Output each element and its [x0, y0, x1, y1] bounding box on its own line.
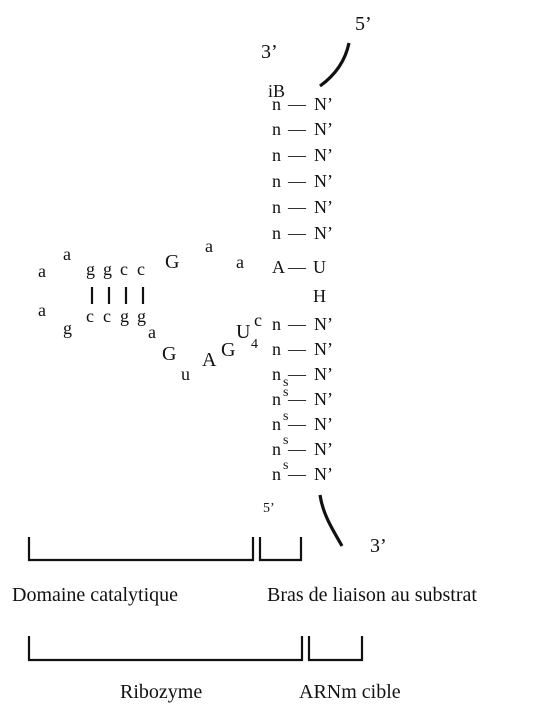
s-subscript: s [283, 409, 288, 424]
nucleotide-G: G [221, 339, 235, 361]
nucleotide-n: n [272, 197, 281, 217]
bond-dash: — [287, 197, 307, 217]
nucleotide-c: c [137, 259, 145, 279]
nucleotide-A: A [272, 257, 285, 277]
nucleotide-n: n [272, 339, 281, 359]
nucleotide-a: a [205, 236, 213, 256]
bond-dash: — [287, 171, 307, 191]
five-prime-bottom-label: 5’ [263, 501, 275, 516]
s-subscript: s [283, 458, 288, 473]
s-subscript: s [283, 385, 288, 400]
nucleotide-N-prime: N’ [314, 145, 333, 165]
bond-dash: — [287, 339, 307, 359]
subscript-4: 4 [251, 337, 258, 352]
s-subscript: s [283, 433, 288, 448]
nucleotide-g: g [137, 306, 146, 326]
nucleotide-g: g [120, 306, 129, 326]
bond-dash: — [287, 257, 307, 277]
nucleotide-ns: n [272, 414, 281, 434]
bond-dash: — [287, 223, 307, 243]
lower-helix: n — N’ n — N’ n s — N’ n s — N’ n s — N’… [272, 314, 333, 484]
nucleotide-N-prime: N’ [314, 171, 333, 191]
bracket-catalytic-domain [27, 537, 255, 562]
substrate-arm-label: Bras de liaison au substrat [267, 584, 477, 606]
bracket-substrate-arm [258, 537, 303, 562]
nucleotide-g: g [86, 259, 95, 279]
nucleotide-a: a [38, 300, 46, 320]
bond-dash: — [287, 414, 307, 434]
nucleotide-n: n [272, 145, 281, 165]
bond-dash: — [287, 364, 307, 384]
bond-dash: — [287, 389, 307, 409]
nucleotide-n: n [272, 171, 281, 191]
bracket-target-mrna [307, 636, 364, 662]
bond-dash: — [287, 314, 307, 334]
catalytic-loop: a a g g c c G a a a g c c g g a G u A G … [38, 236, 262, 384]
cleavage-site-H: H [313, 286, 326, 306]
bond-dash: — [287, 439, 307, 459]
ib-label: iB [268, 81, 285, 101]
upper-helix: n — N’ n — N’ n — N’ n — N’ n — N’ n — N… [272, 94, 333, 277]
nucleotide-n: n [272, 314, 281, 334]
nucleotide-N-prime: N’ [314, 364, 333, 384]
nucleotide-ns: n [272, 439, 281, 459]
nucleotide-c: c [103, 306, 111, 326]
nucleotide-n: n [272, 223, 281, 243]
nucleotide-N-prime: N’ [314, 314, 333, 334]
bracket-ribozyme [27, 636, 304, 662]
nucleotide-G: G [165, 251, 179, 273]
target-strand-5-end [319, 42, 351, 88]
nucleotide-c: c [86, 306, 94, 326]
nucleotide-N-prime: N’ [314, 464, 333, 484]
nucleotide-A: A [202, 349, 217, 371]
five-prime-top-label: 5’ [355, 13, 372, 35]
nucleotide-a: a [148, 322, 156, 342]
nucleotide-a: a [63, 244, 71, 264]
nucleotide-ns: n [272, 464, 281, 484]
catalytic-domain-label: Domaine catalytique [12, 584, 178, 606]
target-strand-3-end [318, 494, 344, 547]
nucleotide-N-prime: N’ [314, 197, 333, 217]
nucleotide-N-prime: N’ [314, 119, 333, 139]
nucleotide-ns: n [272, 364, 281, 384]
nucleotide-c: c [120, 259, 128, 279]
nucleotide-N-prime: N’ [314, 389, 333, 409]
nucleotide-n: n [272, 94, 281, 114]
nucleotide-U: U [313, 257, 326, 277]
nucleotide-u: u [181, 364, 190, 384]
nucleotide-g: g [63, 318, 72, 338]
s-subscript: s [283, 375, 288, 390]
three-prime-top-label: 3’ [261, 41, 278, 63]
bond-dash: — [287, 145, 307, 165]
nucleotide-a: a [38, 261, 46, 281]
nucleotide-G: G [162, 343, 176, 365]
ribozyme-label: Ribozyme [120, 681, 202, 703]
nucleotide-N-prime: N’ [314, 223, 333, 243]
bond-dash: — [287, 464, 307, 484]
bond-dash: — [287, 119, 307, 139]
nucleotide-N-prime: N’ [314, 439, 333, 459]
nucleotide-U4: U [236, 321, 251, 343]
nucleotide-N-prime: N’ [314, 414, 333, 434]
nucleotide-c: c [254, 310, 262, 330]
nucleotide-N-prime: N’ [314, 94, 333, 114]
nucleotide-ns: n [272, 389, 281, 409]
nucleotide-a: a [236, 252, 244, 272]
nucleotide-N-prime: N’ [314, 339, 333, 359]
bond-dash: — [287, 94, 307, 114]
nucleotide-n: n [272, 119, 281, 139]
three-prime-bottom-label: 3’ [370, 535, 387, 557]
target-mrna-label: ARNm cible [299, 681, 401, 703]
nucleotide-g: g [103, 259, 112, 279]
